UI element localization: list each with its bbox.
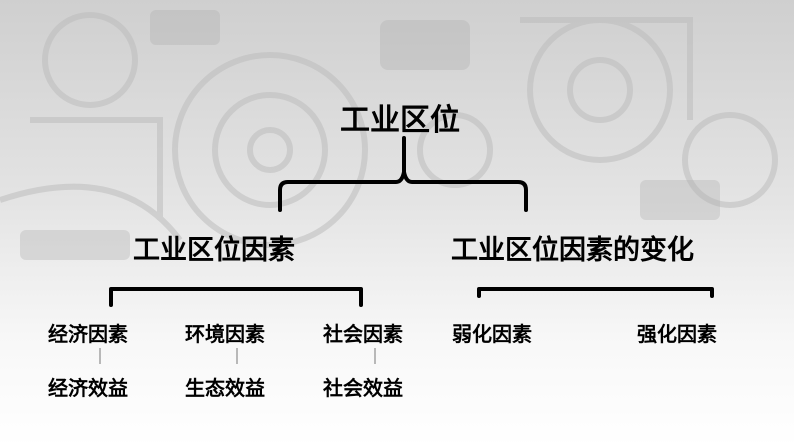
- change-strengthened-factors: 强化因素: [637, 322, 717, 346]
- factors-bracket: [109, 287, 363, 307]
- root-node-title: 工业区位: [340, 103, 460, 138]
- benefit-economic: 经济效益: [48, 376, 128, 400]
- factor-social: 社会因素: [323, 322, 403, 346]
- root-bracket: [278, 136, 528, 212]
- change-weakened-factors: 弱化因素: [452, 322, 532, 346]
- branch-factor-changes: 工业区位因素的变化: [451, 235, 694, 266]
- branch-location-factors: 工业区位因素: [133, 235, 295, 266]
- factor-environment: 环境因素: [185, 322, 265, 346]
- benefit-ecological: 生态效益: [185, 376, 265, 400]
- changes-bracket: [477, 287, 714, 298]
- factor-economic: 经济因素: [48, 322, 128, 346]
- benefit-social: 社会效益: [323, 376, 403, 400]
